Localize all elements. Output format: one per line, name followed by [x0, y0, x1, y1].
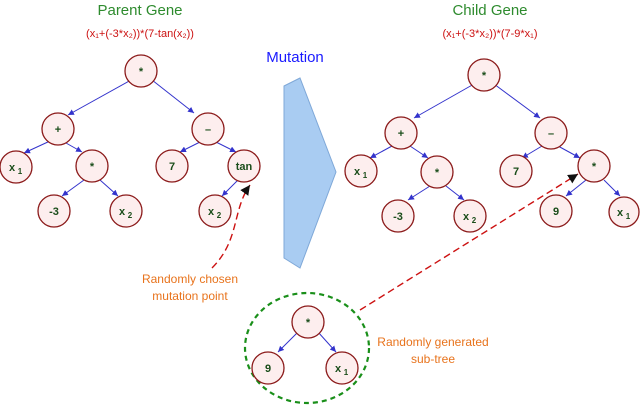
- svg-text:-3: -3: [393, 211, 403, 223]
- subtree-insert-pointer: [359, 173, 579, 311]
- parent-seven-node: 7: [155, 149, 189, 183]
- parent-root-node: *: [124, 54, 158, 88]
- svg-text:*: *: [306, 317, 311, 329]
- svg-text:7: 7: [169, 161, 175, 173]
- svg-text:2: 2: [472, 216, 477, 225]
- mutation-label: Mutation: [266, 49, 324, 66]
- mutation-point-note-line2: mutation point: [152, 289, 228, 303]
- svg-text:1: 1: [626, 212, 631, 221]
- parent-mult-node: *: [75, 149, 109, 183]
- subtree-nine-node: 9: [251, 351, 285, 385]
- svg-text:2: 2: [217, 211, 222, 220]
- subtree-x1-node: x 1: [325, 351, 359, 385]
- child-gene-expression: (x₁+(-3*x₂))*(7-9*x₁): [442, 28, 537, 40]
- mutation-arrow: [283, 77, 337, 269]
- svg-text:1: 1: [363, 171, 368, 180]
- svg-text:9: 9: [553, 206, 559, 218]
- svg-text:9: 9: [265, 363, 271, 375]
- subtree-root-node: *: [291, 305, 325, 339]
- svg-text:1: 1: [344, 368, 349, 377]
- child-mult-node: *: [420, 155, 454, 189]
- child-root-node: *: [467, 58, 501, 92]
- subtree-boundary: [243, 291, 371, 405]
- mutation-point-pointer: [211, 184, 251, 269]
- svg-text:x: x: [9, 162, 16, 174]
- svg-text:–: –: [548, 128, 554, 140]
- child-seven-node: 7: [499, 154, 533, 188]
- child-tree-edges: [369, 83, 621, 201]
- svg-text:+: +: [398, 128, 404, 140]
- child-gene-title: Child Gene: [452, 2, 527, 19]
- mutation-point-note-line1: Randomly chosen: [142, 272, 238, 286]
- parent-gene-expression: (x₁+(-3*x₂))*(7-tan(x₂)): [86, 28, 194, 40]
- parent-tan-node: tan: [227, 149, 261, 183]
- svg-text:tan: tan: [236, 161, 253, 173]
- svg-text:*: *: [482, 70, 487, 82]
- svg-text:x: x: [208, 206, 215, 218]
- parent-x1-node: x 1: [0, 150, 33, 184]
- svg-text:*: *: [592, 161, 597, 173]
- svg-text:x: x: [335, 363, 342, 375]
- child-nine-node: 9: [539, 194, 573, 228]
- svg-text:2: 2: [128, 211, 133, 220]
- svg-text:*: *: [90, 161, 95, 173]
- parent-tan-x2-node: x 2: [198, 194, 232, 228]
- parent-tree-edges: [23, 79, 239, 197]
- subtree-note-line1: Randomly generated: [377, 335, 488, 349]
- svg-text:*: *: [435, 167, 440, 179]
- svg-text:1: 1: [18, 167, 23, 176]
- parent-plus-node: +: [41, 112, 75, 146]
- child-x1b-node: x 1: [608, 196, 640, 228]
- child-minus-node: –: [534, 116, 568, 150]
- svg-text:–: –: [205, 124, 211, 136]
- svg-text:*: *: [139, 66, 144, 78]
- svg-text:x: x: [354, 166, 361, 178]
- svg-text:x: x: [463, 211, 470, 223]
- child-x1-node: x 1: [344, 154, 378, 188]
- parent-gene-title: Parent Gene: [97, 2, 182, 19]
- svg-text:x: x: [119, 206, 126, 218]
- svg-text:7: 7: [513, 166, 519, 178]
- svg-text:-3: -3: [49, 206, 59, 218]
- parent-x2-node: x 2: [109, 194, 143, 228]
- child-neg3-node: -3: [381, 199, 415, 233]
- subtree-edges: [277, 331, 337, 353]
- subtree-note-line2: sub-tree: [411, 352, 455, 366]
- child-mult2-node: *: [577, 149, 611, 183]
- parent-minus-node: –: [191, 112, 225, 146]
- svg-text:+: +: [55, 124, 61, 136]
- svg-text:x: x: [617, 207, 624, 219]
- child-plus-node: +: [384, 116, 418, 150]
- parent-neg3-node: -3: [37, 194, 71, 228]
- child-x2-node: x 2: [453, 199, 487, 233]
